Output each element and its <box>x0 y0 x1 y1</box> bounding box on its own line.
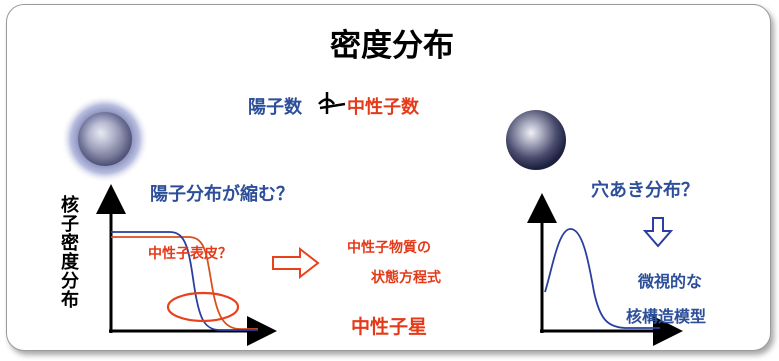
nucleus-core <box>78 112 132 166</box>
y-axis-label: 核子密度分布 <box>58 195 79 309</box>
diagram-frame <box>6 4 771 351</box>
hollow-distribution-label: 穴あき分布？ <box>591 180 699 201</box>
vs-symbol-icon <box>318 92 346 114</box>
surface-highlight-ellipse <box>166 291 240 323</box>
neutron-number-label: 中性子数 <box>347 97 419 118</box>
nuclear-structure-model-label: 核構造模型 <box>626 307 707 326</box>
neutron-skin-label: 中性子表皮？ <box>148 246 232 262</box>
diagram-title: 密度分布 <box>330 28 454 64</box>
equation-of-state-label: 状態方程式 <box>371 270 441 286</box>
proton-density-curve <box>111 231 258 331</box>
proton-shrink-label: 陽子分布が縮む？ <box>150 184 294 205</box>
right-chart-axes <box>527 193 683 346</box>
neutron-matter-label: 中性子物質の <box>347 240 431 256</box>
right-arrow-icon <box>272 246 320 280</box>
neutron-star-label: 中性子星 <box>351 316 428 338</box>
proton-number-label: 陽子数 <box>248 97 302 118</box>
microscopic-label: 微視的な <box>638 272 703 291</box>
neutron-density-curve <box>111 236 258 330</box>
down-arrow-icon <box>642 217 674 248</box>
nucleus-sphere <box>506 110 566 170</box>
left-chart-axes <box>96 184 277 346</box>
hollow-density-curve <box>544 228 660 329</box>
